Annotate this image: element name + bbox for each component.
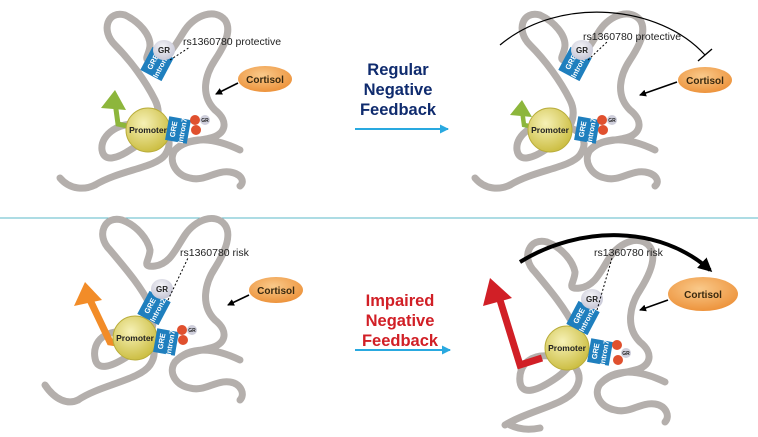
chromatin-tail bbox=[56, 174, 99, 192]
expression-arrowhead bbox=[101, 90, 126, 110]
promoter-circle bbox=[544, 325, 590, 371]
chromatin-tail bbox=[41, 381, 82, 406]
snp-label: rs1360780 protective bbox=[583, 31, 681, 43]
gre-intron7-label-2: Intron7 bbox=[585, 117, 598, 144]
feedback-stimulation-arc bbox=[518, 233, 713, 273]
promoter-label: Promoter bbox=[548, 343, 586, 353]
cortisol-binding-arrow bbox=[227, 294, 250, 306]
snp-label: rs1360780 protective bbox=[183, 36, 281, 48]
impaired-feedback-title-2: Negative bbox=[366, 312, 435, 330]
snp-pointer bbox=[596, 257, 613, 311]
gr-dot-2 bbox=[607, 115, 617, 125]
cortisol-binding-arrow bbox=[215, 82, 239, 95]
gr-label: GR bbox=[576, 46, 588, 55]
chromatin-tail-right bbox=[596, 368, 669, 388]
expression-arrowhead bbox=[510, 100, 532, 117]
snp-label: rs1360780 risk bbox=[594, 247, 664, 259]
gre-intron7-label-1: GRE bbox=[577, 120, 589, 138]
cortisol-label: Cortisol bbox=[686, 76, 724, 87]
promoter-label: Promoter bbox=[531, 125, 569, 135]
gr-label: GR bbox=[156, 285, 168, 294]
panel-top-left: Promoter GRE Intron2 GR GRE Intron7 GR C… bbox=[56, 10, 292, 192]
mini-gr-label: GR bbox=[201, 118, 209, 124]
panel-bottom-left: Promoter GRE Intron2 GR GRE Intron7 GR C… bbox=[41, 215, 303, 406]
gr-bubble bbox=[151, 279, 173, 299]
gr-dot-2 bbox=[621, 348, 631, 358]
promoter-label: Promoter bbox=[129, 125, 167, 135]
cortisol-label: Cortisol bbox=[684, 290, 722, 301]
gre-intron7-label-2: Intron7 bbox=[176, 117, 189, 144]
feedback-inhibition-bar bbox=[697, 48, 713, 62]
cortisol-binding-arrow bbox=[639, 81, 678, 97]
regular-feedback-title-1: Regular bbox=[367, 61, 429, 79]
gre-intron7-label-2: Intron7 bbox=[164, 329, 177, 356]
snp-pointer bbox=[587, 41, 608, 61]
chromatin-tail-right bbox=[171, 346, 244, 366]
gre-intron2-box bbox=[137, 290, 171, 326]
gr-dot-3 bbox=[598, 125, 608, 135]
regular-feedback-title-3: Feedback bbox=[360, 101, 437, 119]
gre-intron7-box bbox=[574, 116, 600, 144]
gr-bubble bbox=[581, 289, 603, 309]
chromatin-tail-right bbox=[171, 136, 244, 154]
cortisol-binding-arrow bbox=[639, 299, 669, 312]
gr-dot-1 bbox=[612, 340, 622, 350]
gr-dot-1 bbox=[190, 115, 200, 125]
expression-arrowhead bbox=[74, 282, 102, 306]
gr-label: GR bbox=[586, 295, 598, 304]
cortisol-ellipse bbox=[249, 277, 303, 303]
mini-gr-label: GR bbox=[622, 351, 630, 357]
snp-label: rs1360780 risk bbox=[180, 247, 250, 259]
chromatin-tail bbox=[471, 174, 514, 192]
cortisol-label: Cortisol bbox=[257, 286, 295, 297]
gr-dot-1 bbox=[597, 115, 607, 125]
gr-dot-3 bbox=[178, 335, 188, 345]
gr-dot-3 bbox=[191, 125, 201, 135]
gre-intron7-label-1: GRE bbox=[156, 332, 168, 350]
promoter-label: Promoter bbox=[116, 333, 154, 343]
cortisol-ellipse bbox=[678, 67, 732, 93]
gr-dot-2 bbox=[187, 325, 197, 335]
promoter-circle bbox=[527, 107, 573, 153]
gre-intron7-label-1: GRE bbox=[168, 120, 180, 138]
gr-dot-3 bbox=[613, 355, 623, 365]
gre-intron7-label-1: GRE bbox=[590, 342, 602, 360]
gr-dot-1 bbox=[177, 325, 187, 335]
chromatin-tail bbox=[506, 421, 544, 433]
panel-top-right: Promoter GRE Intron2 GR GRE Intron7 GR C… bbox=[471, 10, 732, 192]
impaired-feedback-title-3: Feedback bbox=[362, 332, 439, 350]
feedback-inhibition-arc bbox=[499, 11, 706, 56]
panel-bottom-middle: Impaired Negative Feedback bbox=[355, 292, 451, 355]
chromatin-tail-right bbox=[586, 136, 659, 154]
mini-gr-label: GR bbox=[608, 118, 616, 124]
cortisol-ellipse bbox=[238, 66, 292, 92]
cortisol-label: Cortisol bbox=[246, 75, 284, 86]
gre-intron7-box bbox=[165, 116, 191, 144]
panel-top-middle: Regular Negative Feedback bbox=[355, 61, 449, 134]
gre-intron7-label-2: Intron7 bbox=[598, 339, 611, 366]
gr-bubble bbox=[153, 40, 175, 60]
mini-gr-label: GR bbox=[188, 328, 196, 334]
impaired-feedback-title-1: Impaired bbox=[366, 292, 435, 310]
gr-bubble bbox=[571, 40, 593, 60]
panel-bottom-right: Promoter GRE Intron2 GR GRE Intron7 GR C… bbox=[483, 233, 738, 433]
cortisol-ellipse bbox=[668, 277, 738, 311]
regular-feedback-title-2: Negative bbox=[364, 81, 433, 99]
gre-intron7-box bbox=[587, 338, 613, 366]
gr-dot-2 bbox=[200, 115, 210, 125]
gre-intron2-box bbox=[566, 300, 600, 336]
expression-arrowhead bbox=[483, 278, 512, 306]
gre-intron7-box bbox=[153, 328, 179, 356]
gr-label: GR bbox=[158, 46, 170, 55]
expression-arrow bbox=[496, 298, 544, 370]
